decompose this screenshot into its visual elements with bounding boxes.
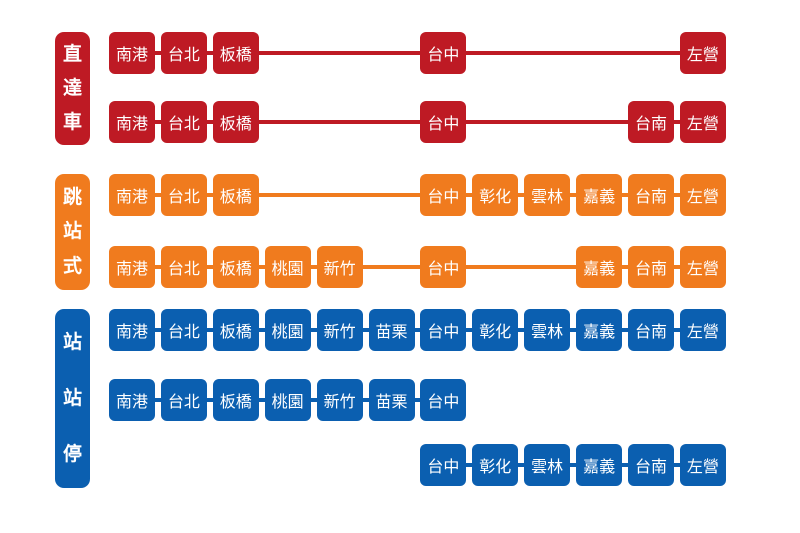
station-stop: 台中	[420, 379, 467, 421]
service-category-badge: 站站停	[55, 309, 90, 488]
station-stop: 台南	[628, 309, 674, 351]
station-stop: 南港	[109, 32, 155, 74]
station-stop: 左營	[679, 246, 726, 288]
station-stop: 嘉義	[576, 246, 623, 288]
route-line	[132, 51, 703, 55]
station-stop: 嘉義	[576, 444, 623, 486]
station-stop: 板橋	[212, 101, 259, 143]
route-line	[132, 328, 703, 332]
station-stop: 彰化	[472, 309, 519, 351]
station-stop: 左營	[679, 101, 726, 143]
station-stop: 台中	[420, 32, 467, 74]
station-stop: 嘉義	[576, 309, 623, 351]
route-line	[132, 265, 703, 269]
station-stop: 台中	[420, 309, 467, 351]
station-stop: 南港	[109, 309, 155, 351]
station-stop: 雲林	[524, 174, 571, 216]
station-stop: 左營	[679, 444, 726, 486]
station-stop: 彰化	[472, 174, 519, 216]
station-stop: 板橋	[212, 309, 259, 351]
station-stop: 台中	[420, 174, 467, 216]
station-stop: 桃園	[264, 309, 311, 351]
station-stop: 桃園	[264, 246, 311, 288]
station-stop: 板橋	[212, 246, 259, 288]
station-stop: 左營	[679, 174, 726, 216]
station-stop: 台北	[160, 32, 207, 74]
route-line	[443, 463, 703, 467]
station-stop: 台中	[420, 444, 467, 486]
station-stop: 嘉義	[576, 174, 623, 216]
station-stop: 台北	[160, 246, 207, 288]
station-stop: 台南	[628, 174, 674, 216]
station-stop: 台南	[628, 246, 674, 288]
route-line	[132, 120, 703, 124]
station-stop: 新竹	[316, 309, 363, 351]
station-stop: 南港	[109, 379, 155, 421]
station-stop: 台北	[160, 174, 207, 216]
station-stop: 台北	[160, 379, 207, 421]
station-stop: 新竹	[316, 246, 363, 288]
station-stop: 左營	[679, 32, 726, 74]
station-stop: 雲林	[524, 309, 571, 351]
station-stop: 台中	[420, 246, 467, 288]
station-stop: 台北	[160, 101, 207, 143]
station-stop: 南港	[109, 174, 155, 216]
service-category-badge: 跳站式	[55, 174, 90, 290]
station-stop: 苗栗	[368, 379, 415, 421]
station-stop: 台北	[160, 309, 207, 351]
route-line	[132, 193, 703, 197]
station-stop: 板橋	[212, 174, 259, 216]
station-stop: 桃園	[264, 379, 311, 421]
station-stop: 彰化	[472, 444, 519, 486]
station-stop: 板橋	[212, 379, 259, 421]
station-stop: 板橋	[212, 32, 259, 74]
station-stop: 台南	[628, 444, 674, 486]
station-stop: 苗栗	[368, 309, 415, 351]
station-stop: 南港	[109, 101, 155, 143]
station-stop: 台中	[420, 101, 467, 143]
station-stop: 雲林	[524, 444, 571, 486]
station-stop: 南港	[109, 246, 155, 288]
station-stop: 左營	[679, 309, 726, 351]
service-category-badge: 直達車	[55, 32, 90, 145]
station-stop: 新竹	[316, 379, 363, 421]
station-stop: 台南	[628, 101, 674, 143]
